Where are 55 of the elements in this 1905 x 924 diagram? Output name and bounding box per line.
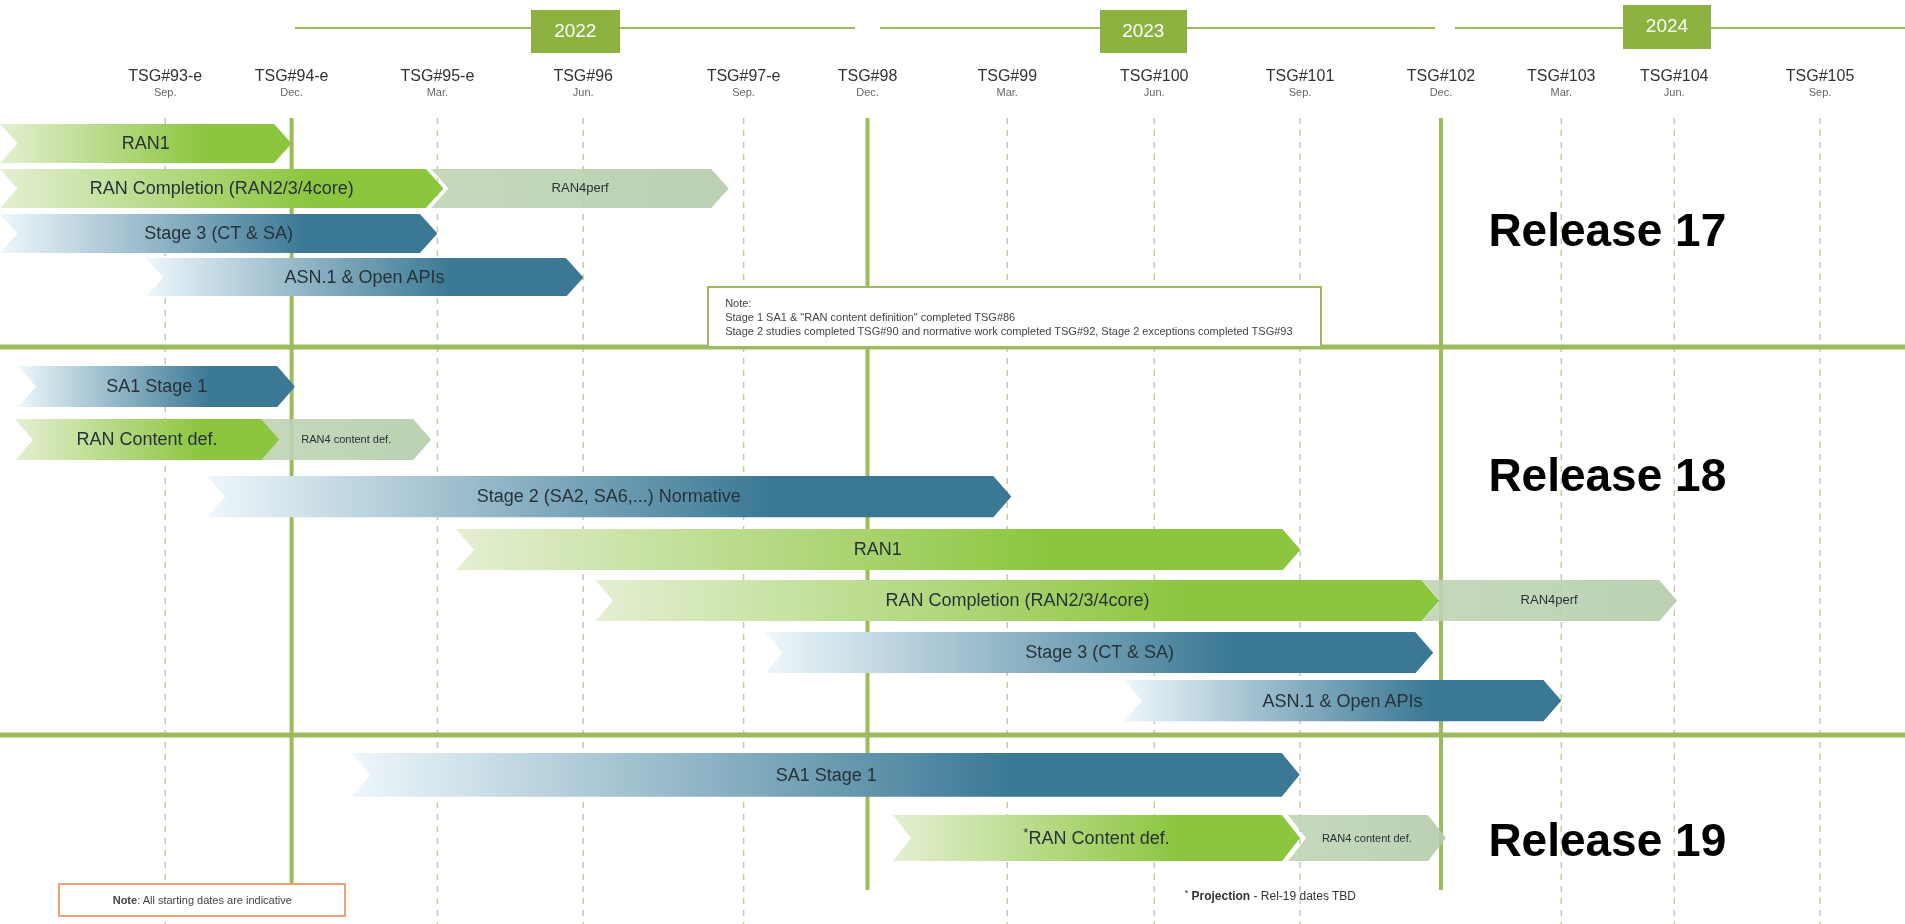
bar-label: SA1 Stage 1	[106, 376, 208, 396]
bar-label: RAN1	[853, 539, 902, 559]
meeting-label: TSG#105	[1785, 66, 1855, 86]
meeting-label: TSG#104	[1640, 66, 1709, 86]
footnote: $^{*}$ Projection - Rel-19 dates TBD	[1184, 887, 1356, 906]
month-label: Jun.	[1663, 86, 1685, 100]
year-box: 2024	[1623, 4, 1711, 49]
bar-label: RAN4perf	[1520, 593, 1578, 607]
month-label: Dec.	[856, 86, 879, 100]
meeting-label: TSG#99	[977, 66, 1038, 86]
meeting-label: TSG#96	[553, 66, 613, 86]
meeting-label: TSG#103	[1527, 66, 1596, 86]
meeting-label: TSG#94-e	[254, 66, 329, 86]
bar-label: RAN4 content def.	[1321, 832, 1412, 845]
meeting-label: TSG#102	[1406, 66, 1476, 86]
year-box: 2023	[1099, 9, 1188, 54]
bar-label: RAN1	[121, 133, 170, 153]
month-label: Mar.	[426, 86, 449, 100]
meeting-label: TSG#100	[1120, 66, 1189, 86]
bar-label: ASN.1 & Open APIs	[284, 267, 445, 287]
month-label: Mar.	[1550, 86, 1572, 100]
bar-label: Stage 2 (SA2, SA6,...) Normative	[476, 487, 741, 507]
month-label: Sep.	[1808, 86, 1832, 100]
release-title: Release 19	[1488, 816, 1727, 863]
bar-label: ASN.1 & Open APIs	[1262, 691, 1423, 711]
meeting-label: TSG#95-e	[400, 66, 475, 86]
release-title: Release 17	[1488, 206, 1727, 253]
month-label: Jun.	[1143, 86, 1165, 100]
month-label: Dec.	[280, 86, 303, 100]
note-box: Note: All starting dates are indicative	[58, 883, 347, 918]
bar-label: Stage 3 (CT & SA)	[1025, 643, 1174, 662]
month-label: Dec.	[1429, 86, 1453, 100]
note-box	[707, 285, 1322, 349]
meeting-label: TSG#97-e	[706, 66, 781, 86]
note-text: Stage 1 SA1 & "RAN content definition" completed TSG#86	[725, 309, 1017, 325]
meeting-label: TSG#98	[837, 66, 898, 86]
bar-label: RAN4perf	[551, 181, 609, 196]
month-label: Sep.	[732, 86, 755, 100]
note-text: Note:	[725, 295, 753, 310]
note-text: Stage 2 studies completed TSG#90 and normative work completed TSG#92, Stage 2 exceptions completed TSG#93	[725, 324, 1294, 339]
meeting-label: TSG#93-e	[128, 66, 203, 86]
month-label: Sep.	[153, 86, 177, 100]
bar-label: SA1 Stage 1	[775, 765, 877, 785]
bar-label: $^{*}$RAN Content def.	[1023, 828, 1170, 848]
bar-label: RAN4 content def.	[301, 434, 392, 446]
bar-label: Stage 3 (CT & SA)	[144, 223, 294, 243]
bar-label: RAN Completion (RAN2/3/4core)	[885, 590, 1150, 610]
month-label: Mar.	[996, 86, 1018, 100]
month-label: Sep.	[1288, 86, 1312, 100]
bar-label: RAN Content def.	[76, 430, 218, 450]
year-box: 2022	[530, 9, 620, 54]
bar-label: RAN Completion (RAN2/3/4core)	[89, 178, 354, 198]
release-title: Release 18	[1488, 452, 1727, 499]
meeting-label: TSG#101	[1265, 66, 1335, 86]
month-label: Jun.	[572, 86, 594, 100]
